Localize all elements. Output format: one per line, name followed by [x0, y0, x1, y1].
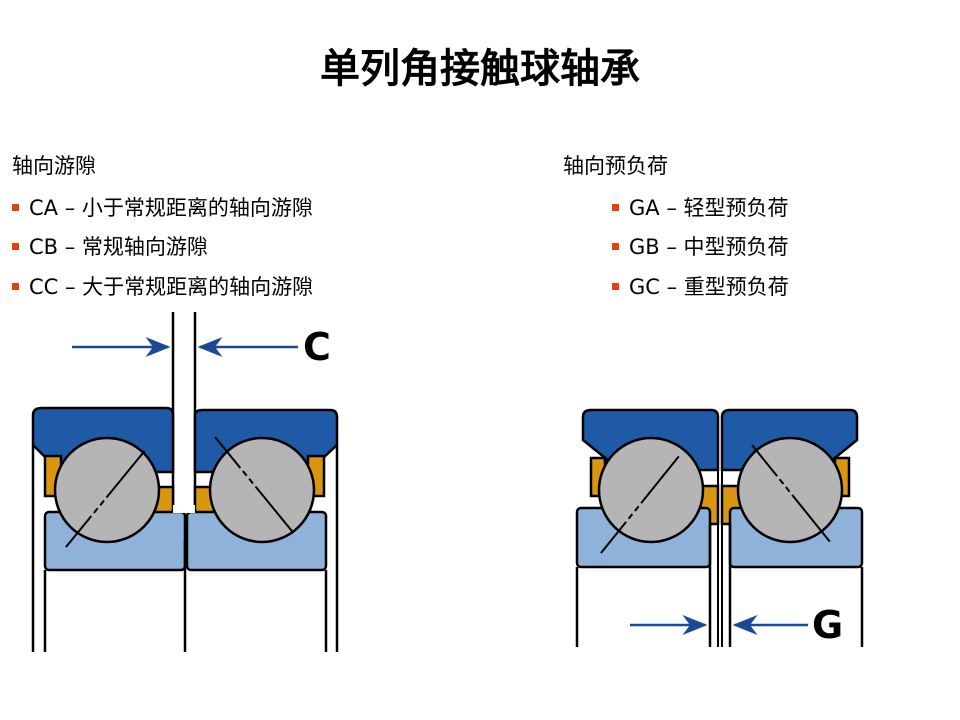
preload-diagram	[575, 408, 864, 647]
left-heading: 轴向游隙	[12, 154, 96, 178]
list-item-text: GB – 中型预负荷	[629, 235, 789, 259]
bullet-icon	[12, 282, 19, 290]
list-item: CB – 常规轴向游隙	[12, 231, 208, 261]
list-item: CC – 大于常规距离的轴向游隙	[12, 271, 313, 301]
list-item-text: CB – 常规轴向游隙	[29, 235, 208, 259]
clearance-diagram	[31, 312, 339, 652]
bullet-icon	[612, 282, 619, 290]
slide-title: 单列角接触球轴承	[320, 46, 640, 92]
bullet-icon	[612, 242, 619, 250]
list-item-text: CA – 小于常规距离的轴向游隙	[29, 196, 313, 220]
bullet-icon	[12, 203, 19, 211]
list-item-text: GA – 轻型预负荷	[629, 196, 789, 220]
list-item: GA – 轻型预负荷	[612, 192, 789, 222]
list-item: GC – 重型预负荷	[612, 271, 789, 301]
bullet-icon	[612, 203, 619, 211]
list-item-text: CC – 大于常规距离的轴向游隙	[29, 275, 314, 299]
preload-label: G	[812, 603, 843, 647]
bullet-icon	[12, 242, 19, 250]
list-item-text: GC – 重型预负荷	[629, 275, 789, 299]
clearance-label: C	[303, 325, 331, 369]
right-heading: 轴向预负荷	[563, 154, 668, 178]
list-item: GB – 中型预负荷	[612, 231, 789, 261]
list-item: CA – 小于常规距离的轴向游隙	[12, 192, 313, 222]
